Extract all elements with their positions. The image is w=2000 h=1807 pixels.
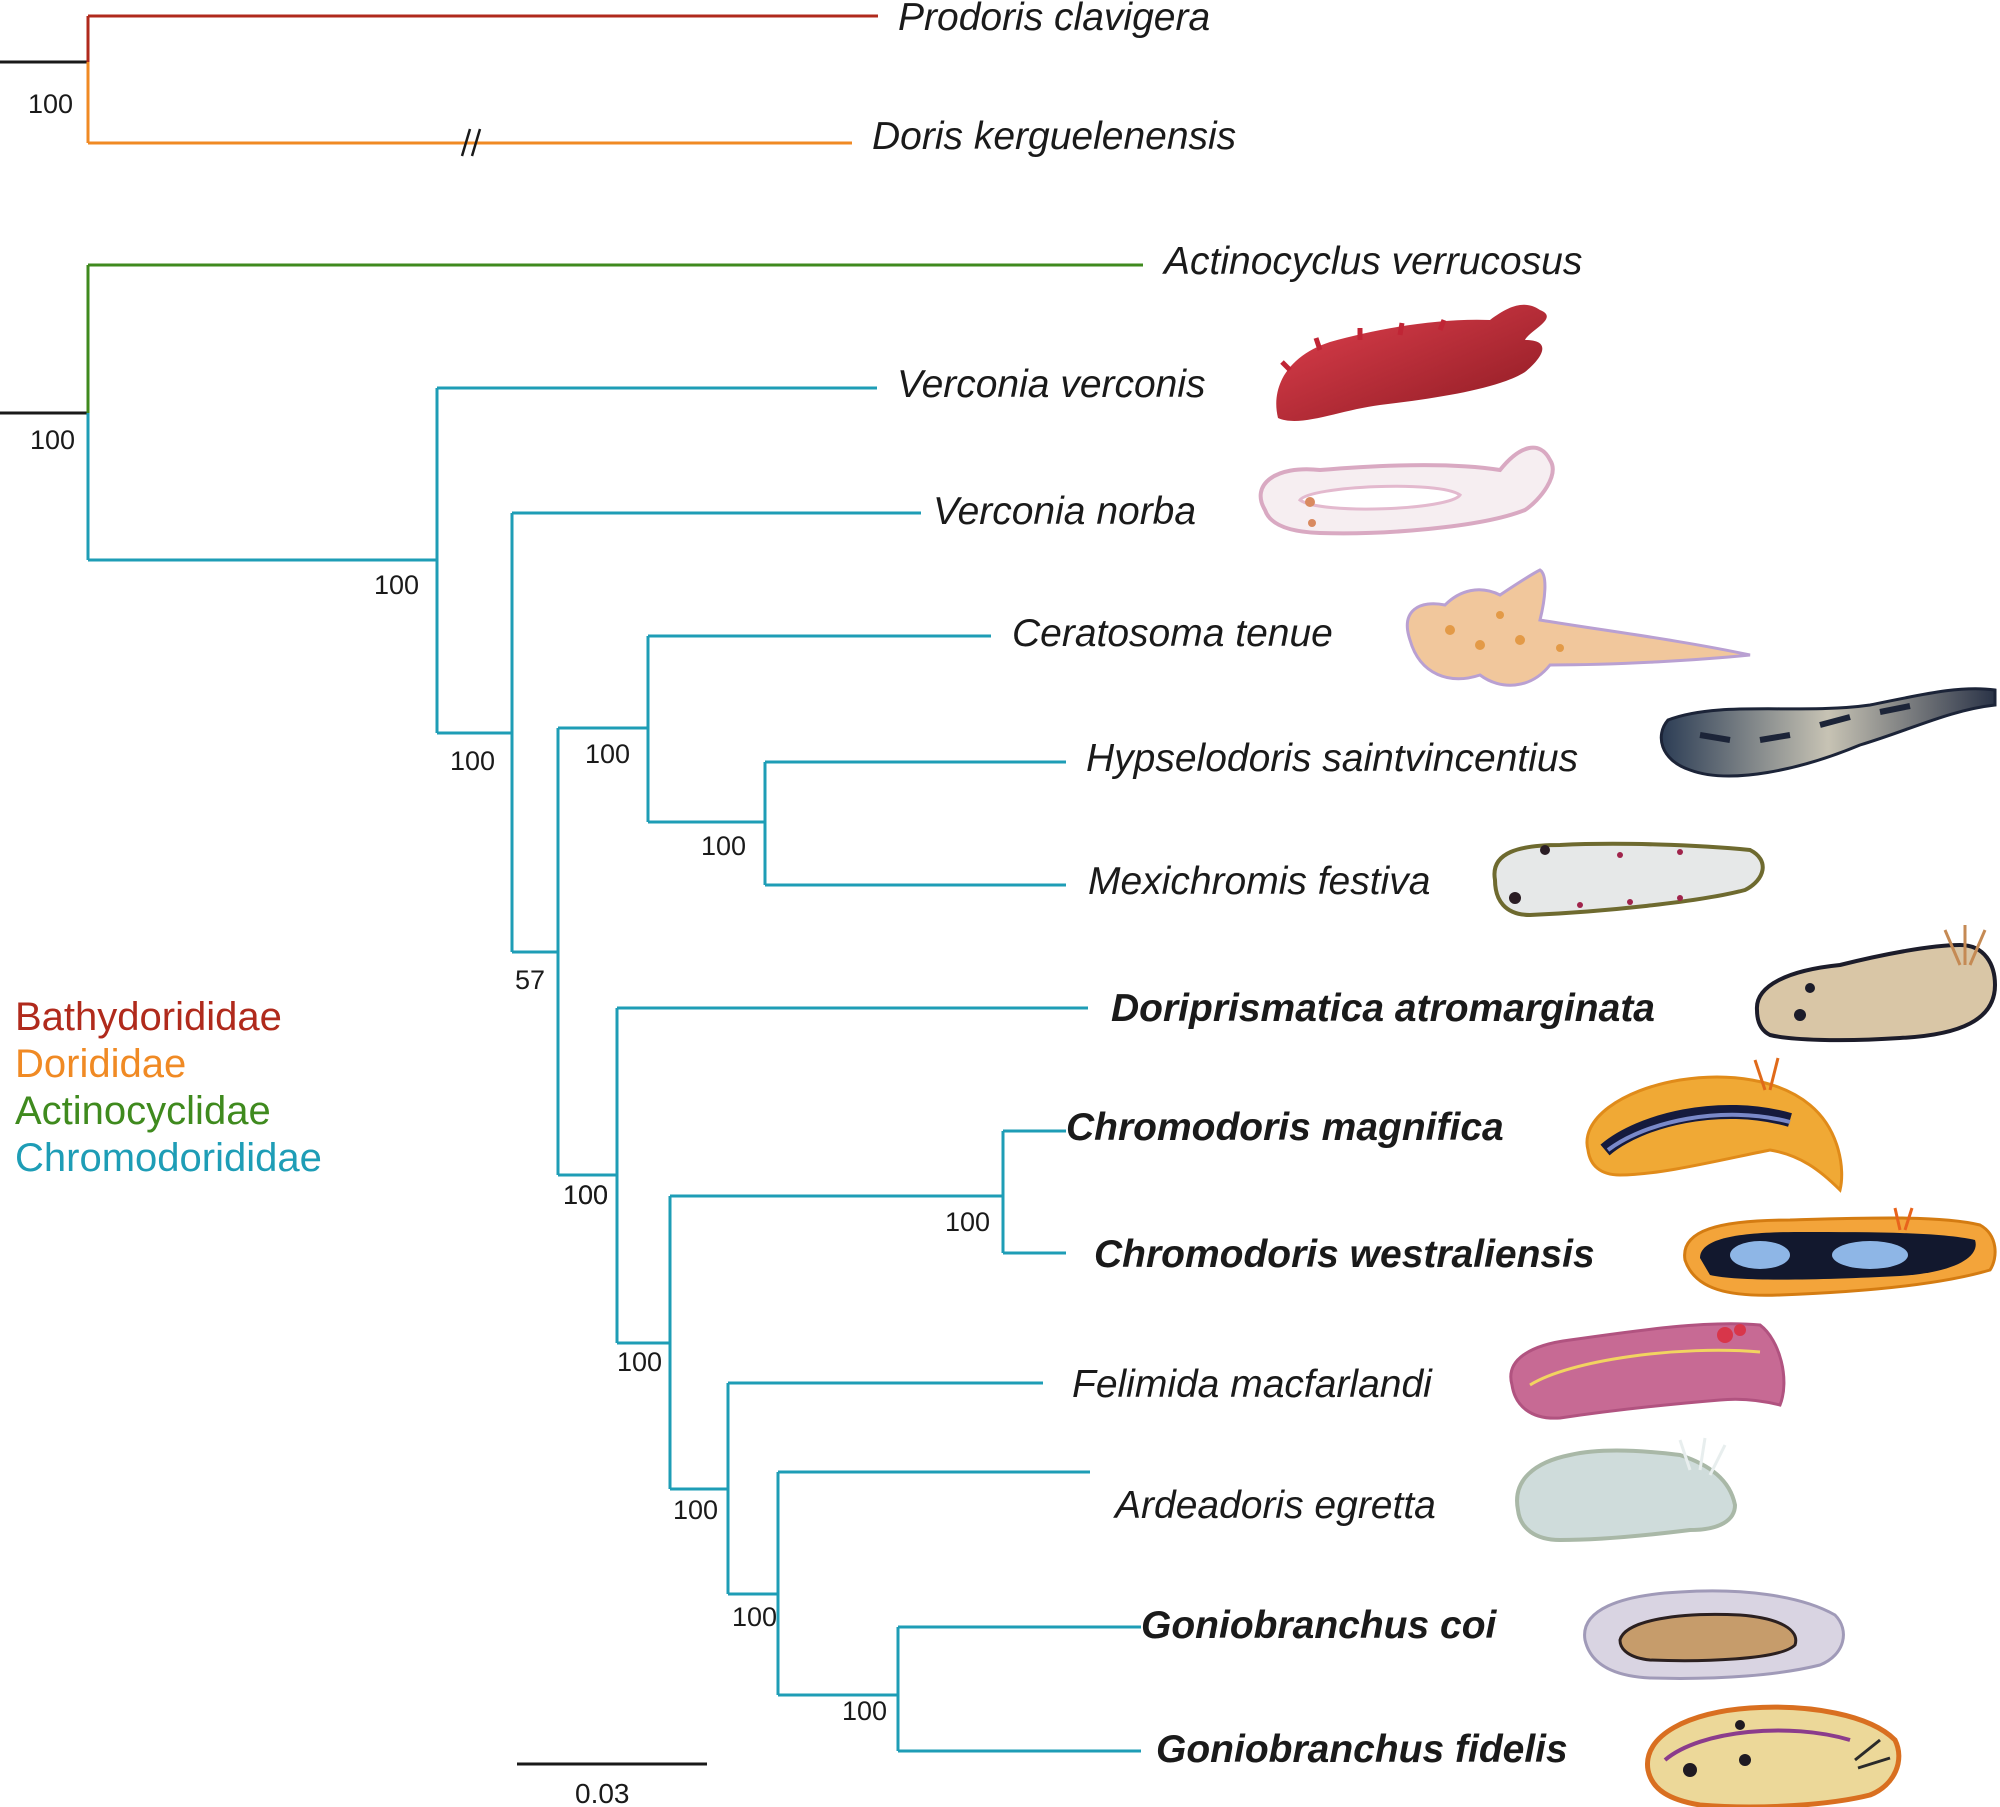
taxon-goniobranchus-fidelis: Goniobranchus fidelis: [1156, 1728, 1568, 1771]
taxon-actinocyclus-verrucosus: Actinocyclus verrucosus: [1162, 240, 1582, 283]
support-chromodoris-pair: 100: [945, 1207, 990, 1237]
taxon-chromodoris-magnifica: Chromodoris magnifica: [1066, 1106, 1504, 1149]
support-goniobranchus-pair: 100: [842, 1696, 887, 1726]
taxon-chromodoris-westraliensis: Chromodoris westraliensis: [1094, 1233, 1595, 1276]
scale-bar: 0.03: [517, 1762, 707, 1807]
doriprismatica-atromarginata-image: [1754, 925, 1998, 1043]
legend-item-chromodorididae: Chromodorididae: [15, 1136, 322, 1180]
taxon-goniobranchus-coi: Goniobranchus coi: [1141, 1604, 1498, 1647]
taxon-verconia-norba: Verconia norba: [933, 490, 1196, 533]
felimida-macfarlandi-image: [1509, 1322, 1786, 1420]
mexichromis-festiva-image: [1492, 841, 1765, 918]
hypselodoris-saintvincentius-image: [1659, 687, 1997, 778]
taxon-mexichromis-festiva: Mexichromis festiva: [1088, 860, 1430, 903]
legend-item-bathydorididae: Bathydorididae: [15, 995, 282, 1039]
taxon-ceratosoma-tenue: Ceratosoma tenue: [1012, 612, 1333, 655]
support-values: 100 100 100 100 100 100 57 100 100 100 1…: [28, 89, 990, 1726]
verconia-verconis-image: [1276, 304, 1547, 421]
support-chromodoris-clade: 100: [563, 1180, 608, 1210]
goniobranchus-fidelis-image: [1645, 1704, 1902, 1807]
taxon-doriprismatica-atromarginata: Doriprismatica atromarginata: [1111, 987, 1655, 1030]
ardeadoris-egretta-image: [1515, 1437, 1738, 1543]
taxon-labels: Prodoris clavigera Doris kerguelenensis …: [872, 0, 1655, 1771]
support-hypselodoris-clade: 100: [701, 831, 746, 861]
taxon-hypselodoris-saintvincentius: Hypselodoris saintvincentius: [1086, 737, 1578, 780]
taxon-verconia-verconis: Verconia verconis: [897, 363, 1206, 406]
taxon-prodoris-clavigera: Prodoris clavigera: [898, 0, 1210, 39]
support-ardeadoris-clade: 100: [732, 1602, 777, 1632]
support-felimida-group: 100: [617, 1347, 662, 1377]
branch-break-mark: [460, 128, 482, 157]
support-doriprismatica-clade: 100: [563, 1180, 608, 1210]
support-node-57: 57: [515, 965, 545, 995]
chromodorididae-branches: [86, 386, 1141, 1753]
ingroup-clade: [0, 263, 1143, 1753]
support-ceratosoma-clade: 100: [585, 739, 630, 769]
chromodoris-magnifica-image: [1585, 1057, 1844, 1193]
support-core: 100: [450, 746, 495, 776]
taxon-doris-kerguelenensis: Doris kerguelenensis: [872, 115, 1236, 158]
support-felimida-clade: 100: [673, 1495, 718, 1525]
legend-item-dorididae: Dorididae: [15, 1042, 187, 1086]
specimen-images: [1258, 304, 1998, 1807]
support-ingroup: 100: [30, 425, 75, 455]
support-verconia: 100: [374, 570, 419, 600]
family-legend: Bathydorididae Dorididae Actinocyclidae …: [15, 994, 322, 1182]
outgroup-clade: [0, 14, 878, 145]
ceratosoma-tenue-image: [1406, 568, 1751, 687]
scale-bar-label: 0.03: [575, 1778, 630, 1807]
legend-item-actinocyclidae: Actinocyclidae: [15, 1089, 271, 1133]
taxon-felimida-macfarlandi: Felimida macfarlandi: [1072, 1363, 1433, 1406]
goniobranchus-coi-image: [1583, 1589, 1845, 1680]
support-outgroup: 100: [28, 89, 73, 119]
chromodoris-westraliensis-image: [1683, 1207, 1997, 1297]
taxon-ardeadoris-egretta: Ardeadoris egretta: [1113, 1484, 1436, 1527]
verconia-norba-image: [1258, 445, 1555, 536]
